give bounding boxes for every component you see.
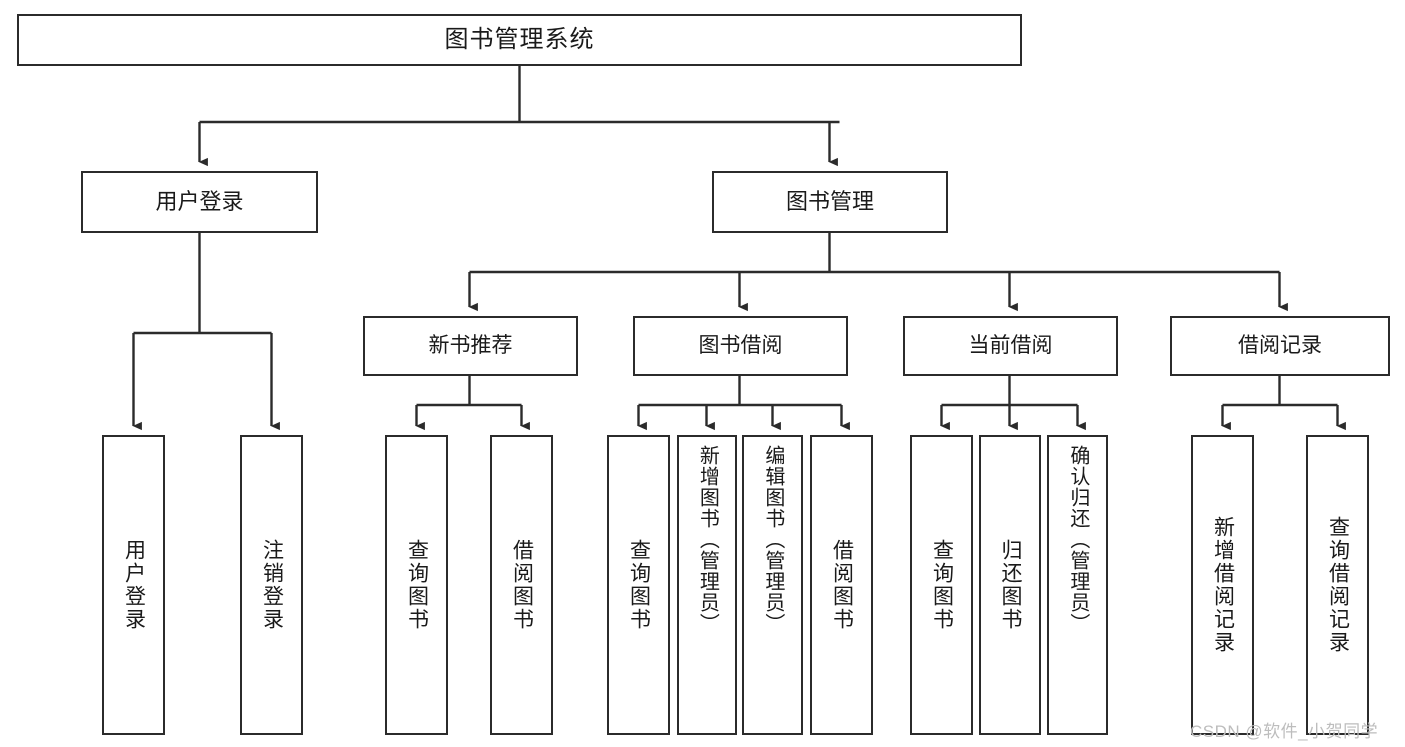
node-new-book-recommend[interactable]: 新书推荐 xyxy=(363,316,578,376)
leaf-book-borrow-query-label: 查询图书 xyxy=(627,539,651,631)
leaf-current-borrow-query[interactable]: 查询图书 xyxy=(910,435,973,735)
node-book-borrow[interactable]: 图书借阅 xyxy=(633,316,848,376)
node-user-login-label: 用户登录 xyxy=(155,188,244,214)
leaf-current-borrow-return[interactable]: 归还图书 xyxy=(979,435,1041,735)
leaf-new-book-borrow-label: 借阅图书 xyxy=(510,539,534,631)
leaf-book-borrow-lend[interactable]: 借阅图书 xyxy=(810,435,873,735)
node-new-book-recommend-label: 新书推荐 xyxy=(428,334,513,358)
leaf-book-borrow-query[interactable]: 查询图书 xyxy=(607,435,670,735)
leaf-borrow-record-query[interactable]: 查询借阅记录 xyxy=(1306,435,1369,735)
node-book-management[interactable]: 图书管理 xyxy=(712,171,948,233)
node-root[interactable]: 图书管理系统 xyxy=(17,14,1022,66)
leaf-new-book-query-label: 查询图书 xyxy=(405,539,429,631)
node-borrow-record[interactable]: 借阅记录 xyxy=(1170,316,1390,376)
node-current-borrow[interactable]: 当前借阅 xyxy=(903,316,1118,376)
leaf-current-borrow-confirm-label: 确认归还（管理员） xyxy=(1066,445,1089,634)
leaf-book-borrow-add-label: 新增图书（管理员） xyxy=(696,445,719,634)
node-root-label: 图书管理系统 xyxy=(444,25,595,53)
leaf-user-login-signin[interactable]: 用户登录 xyxy=(102,435,165,735)
leaf-user-login-signin-label: 用户登录 xyxy=(122,539,146,631)
leaf-borrow-record-add-label: 新增借阅记录 xyxy=(1211,516,1235,654)
leaf-book-borrow-edit[interactable]: 编辑图书（管理员） xyxy=(742,435,803,735)
leaf-new-book-borrow[interactable]: 借阅图书 xyxy=(490,435,553,735)
leaf-current-borrow-return-label: 归还图书 xyxy=(998,539,1022,631)
leaf-borrow-record-query-label: 查询借阅记录 xyxy=(1326,516,1350,654)
leaf-user-login-signout-label: 注销登录 xyxy=(260,539,284,631)
node-user-login[interactable]: 用户登录 xyxy=(81,171,318,233)
leaf-borrow-record-add[interactable]: 新增借阅记录 xyxy=(1191,435,1254,735)
leaf-book-borrow-lend-label: 借阅图书 xyxy=(830,539,854,631)
node-current-borrow-label: 当前借阅 xyxy=(968,334,1053,358)
leaf-book-borrow-add[interactable]: 新增图书（管理员） xyxy=(677,435,737,735)
csdn-watermark: CSDN @软件_小贺同学 xyxy=(1190,722,1379,741)
node-borrow-record-label: 借阅记录 xyxy=(1238,334,1322,358)
node-book-borrow-label: 图书借阅 xyxy=(698,334,783,358)
leaf-book-borrow-edit-label: 编辑图书（管理员） xyxy=(761,445,784,634)
leaf-current-borrow-query-label: 查询图书 xyxy=(930,539,954,631)
node-book-management-label: 图书管理 xyxy=(785,188,874,214)
leaf-new-book-query[interactable]: 查询图书 xyxy=(385,435,448,735)
leaf-current-borrow-confirm[interactable]: 确认归还（管理员） xyxy=(1047,435,1108,735)
leaf-user-login-signout[interactable]: 注销登录 xyxy=(240,435,303,735)
